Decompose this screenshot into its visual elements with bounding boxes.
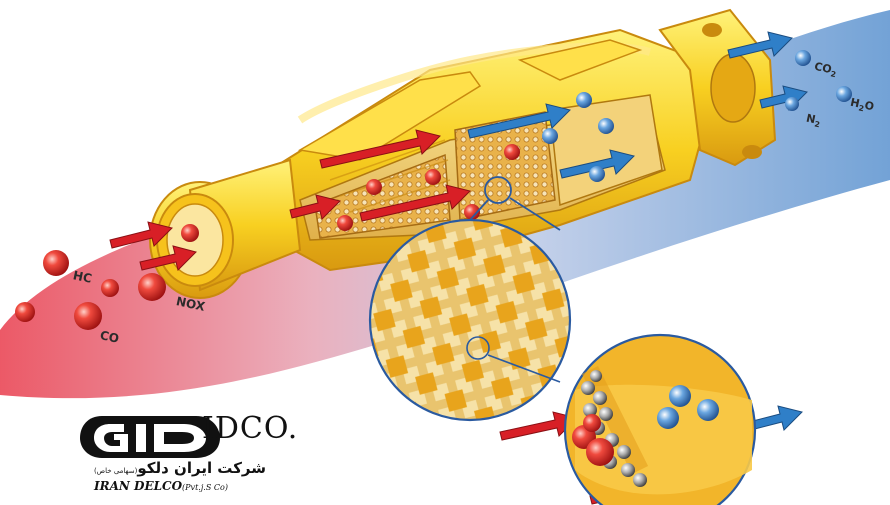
red-molecule xyxy=(504,144,520,160)
blue-molecule xyxy=(576,92,592,108)
n2-label: N2 xyxy=(805,112,822,130)
logo-english-name: IRAN DELCO(Pvt.j.S Co) xyxy=(94,479,228,493)
red-molecule xyxy=(366,179,382,195)
logo-persian-small: (سهامی خاص) xyxy=(94,467,137,475)
blue-molecule xyxy=(836,86,852,102)
zoom-reaction xyxy=(565,335,755,505)
red-molecule xyxy=(101,279,119,297)
red-molecule xyxy=(138,273,166,301)
red-molecule xyxy=(425,169,441,185)
company-logo: IDCO. شرکت ایران دلکو(سهامی خاص) IRAN DE… xyxy=(72,407,322,499)
red-molecule xyxy=(181,224,199,242)
blue-molecule xyxy=(589,166,605,182)
logo-name: IDCO. xyxy=(202,411,298,446)
blue-molecule xyxy=(598,118,614,134)
red-molecule xyxy=(74,302,102,330)
blue-molecule xyxy=(785,97,799,111)
red-molecule xyxy=(15,302,35,322)
blue-molecule xyxy=(542,128,558,144)
logo-persian-text: شرکت ایران دلکو xyxy=(137,459,266,477)
logo-english-suffix: (Pvt.j.S Co) xyxy=(182,483,228,492)
red-molecule xyxy=(337,215,353,231)
zoom-lattice xyxy=(370,220,570,420)
logo-english-text: IRAN DELCO xyxy=(94,479,182,493)
logo-persian-name: شرکت ایران دلکو(سهامی خاص) xyxy=(76,459,266,477)
blue-molecule xyxy=(795,50,811,66)
red-molecule xyxy=(43,250,69,276)
